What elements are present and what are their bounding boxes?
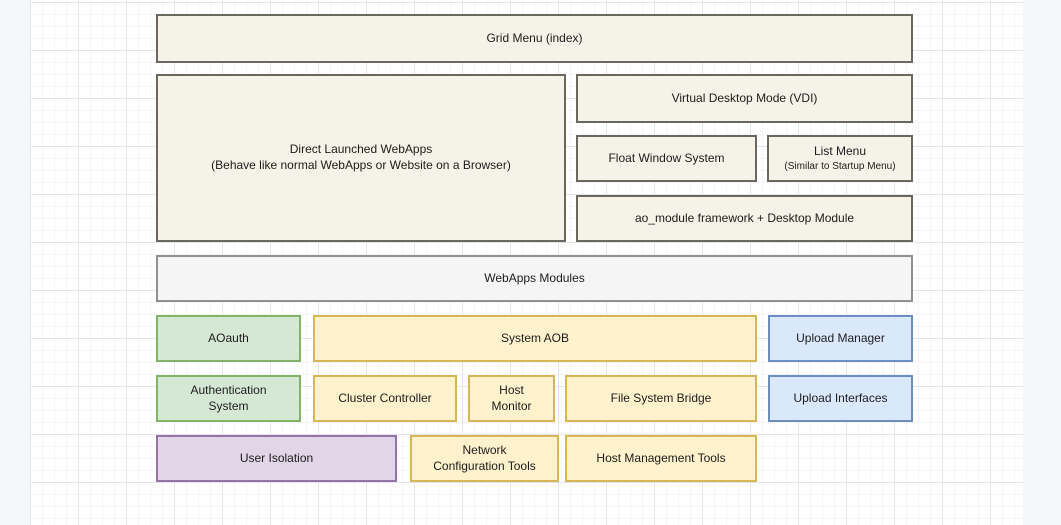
node-aoauth[interactable]: AOauth <box>156 315 301 362</box>
canvas-left-margin <box>0 0 30 525</box>
node-webapps-modules[interactable]: WebApps Modules <box>156 255 913 302</box>
node-label: Cluster Controller <box>338 390 432 405</box>
node-upload-interfaces[interactable]: Upload Interfaces <box>768 375 913 422</box>
node-cluster-controller[interactable]: Cluster Controller <box>313 375 457 422</box>
node-label: Upload Interfaces <box>793 390 888 405</box>
node-label: Host Monitor <box>491 382 532 413</box>
node-grid-menu[interactable]: Grid Menu (index) <box>156 14 913 63</box>
node-label: Grid Menu (index) <box>486 30 583 45</box>
node-label: Upload Manager <box>796 330 885 345</box>
node-label: Direct Launched WebApps <box>289 142 433 157</box>
node-list-menu[interactable]: List Menu (Similar to Startup Menu) <box>767 135 913 182</box>
node-label: List Menu <box>813 144 867 159</box>
node-network-configuration-tools[interactable]: Network Configuration Tools <box>410 435 559 482</box>
node-label: AOauth <box>208 330 249 345</box>
node-virtual-desktop-mode[interactable]: Virtual Desktop Mode (VDI) <box>576 74 913 123</box>
node-float-window-system[interactable]: Float Window System <box>576 135 757 182</box>
node-label: System AOB <box>500 330 570 345</box>
diagram-canvas[interactable]: Grid Menu (index) Direct Launched WebApp… <box>30 0 1023 525</box>
node-sublabel: (Similar to Startup Menu) <box>784 160 896 172</box>
node-label: Authentication System <box>190 382 267 413</box>
node-label: File System Bridge <box>610 390 712 405</box>
node-label: Virtual Desktop Mode (VDI) <box>671 90 818 105</box>
node-system-aob[interactable]: System AOB <box>313 315 757 362</box>
node-user-isolation[interactable]: User Isolation <box>156 435 397 482</box>
node-direct-launched-webapps[interactable]: Direct Launched WebApps (Behave like nor… <box>156 74 566 242</box>
canvas-right-margin <box>1023 0 1061 525</box>
node-label: User Isolation <box>239 450 314 465</box>
node-label: Host Management Tools <box>596 450 726 465</box>
node-label: Network Configuration Tools <box>433 442 536 473</box>
node-label: ao_module framework + Desktop Module <box>634 210 855 225</box>
node-host-monitor[interactable]: Host Monitor <box>468 375 555 422</box>
node-authentication-system[interactable]: Authentication System <box>156 375 301 422</box>
node-label: Float Window System <box>608 150 725 165</box>
node-upload-manager[interactable]: Upload Manager <box>768 315 913 362</box>
node-sublabel: (Behave like normal WebApps or Website o… <box>211 158 511 172</box>
node-label: WebApps Modules <box>484 270 585 285</box>
node-file-system-bridge[interactable]: File System Bridge <box>565 375 757 422</box>
node-ao-module-framework[interactable]: ao_module framework + Desktop Module <box>576 195 913 242</box>
node-host-management-tools[interactable]: Host Management Tools <box>565 435 757 482</box>
